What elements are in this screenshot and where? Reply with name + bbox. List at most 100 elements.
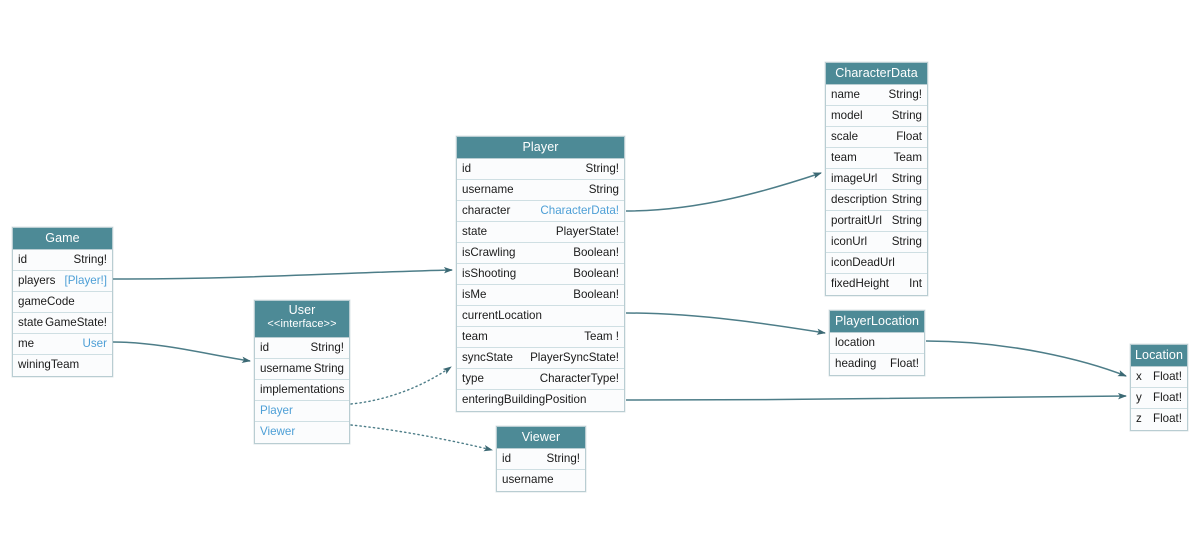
entity-title: PlayerLocation <box>834 314 920 328</box>
field-name: description <box>831 193 888 206</box>
field-type: String <box>891 109 922 122</box>
field-row[interactable]: iconDeadUrlString <box>826 253 927 274</box>
field-row[interactable]: currentLocationPlayerLocation! <box>457 306 624 327</box>
field-name: y <box>1136 391 1142 404</box>
edge-player-character-to-characterdata <box>625 172 822 212</box>
field-row[interactable]: winingTeamTeam <box>13 355 112 376</box>
field-type: String! <box>888 88 922 101</box>
field-type[interactable]: User <box>82 337 107 350</box>
field-name: state <box>462 225 488 238</box>
field-type: Int <box>909 277 922 290</box>
field-row[interactable]: locationLocation! <box>830 333 924 354</box>
field-type: PlayerState! <box>555 225 619 238</box>
field-type[interactable]: [Player!] <box>64 274 107 287</box>
field-name: username <box>502 473 554 486</box>
edge-user-viewer-impl <box>350 424 493 452</box>
field-row[interactable]: id String! <box>497 449 585 470</box>
field-row[interactable]: character CharacterData! <box>457 201 624 222</box>
field-type: Float! <box>890 357 919 370</box>
field-type: CharacterType! <box>539 372 619 385</box>
field-name: username <box>260 362 312 375</box>
edge-user-player-impl <box>350 366 452 405</box>
field-type: String <box>891 172 922 185</box>
implementation-row[interactable]: Viewer <box>255 422 349 443</box>
entity-box-playerlocation[interactable]: PlayerLocation locationLocation! heading Fl… <box>829 310 925 376</box>
field-type[interactable]: Location <box>575 410 619 411</box>
field-row[interactable]: players[Player!] <box>13 271 112 292</box>
entity-box-game[interactable]: GameidString!players[Player!]gameCodeStr… <box>12 227 113 377</box>
field-type: String! <box>546 452 580 465</box>
field-name: name <box>831 88 861 101</box>
entity-title: CharacterData <box>835 66 918 80</box>
edge-game-me-to-user <box>112 341 251 363</box>
field-type[interactable]: CharacterData! <box>540 204 619 217</box>
field-type: String <box>550 490 580 491</box>
field-type: PlayerSyncState! <box>530 351 619 364</box>
field-type: Float! <box>1153 370 1182 383</box>
field-type: Float! <box>1153 412 1182 425</box>
field-type: Team ! <box>584 330 619 343</box>
field-row[interactable]: name String! <box>826 85 927 106</box>
implementations-label-row: implementations <box>255 380 349 401</box>
field-row[interactable]: imageUrl String <box>826 169 927 190</box>
implementation-row[interactable]: Player <box>255 401 349 422</box>
field-name: winingTeam <box>18 358 80 371</box>
field-name: iconDeadUrl <box>831 256 895 269</box>
entity-stereotype: <<interface>> <box>267 318 337 330</box>
field-name: heading <box>835 357 877 370</box>
field-type: String <box>313 362 344 375</box>
entity-header-playerlocation: PlayerLocation <box>830 311 924 333</box>
field-type: GameState! <box>45 316 107 329</box>
field-row[interactable]: state PlayerState! <box>457 222 624 243</box>
field-type: String <box>588 183 619 196</box>
field-row[interactable]: enteringBuildingPositionLocation <box>457 390 624 411</box>
field-type: String! <box>585 162 619 175</box>
field-name: id <box>502 452 512 465</box>
field-name: x <box>1136 370 1142 383</box>
field-name: portraitUrl <box>831 214 882 227</box>
field-name: character <box>462 204 511 217</box>
field-row[interactable]: heading Float! <box>830 354 924 375</box>
field-type: Boolean! <box>573 246 619 259</box>
entity-header-user: User<<interface>> <box>255 301 349 338</box>
field-type: Team <box>893 151 922 164</box>
field-type: Boolean! <box>573 267 619 280</box>
field-name: enteringBuildingPosition <box>462 393 587 406</box>
field-name: imageUrl <box>831 172 878 185</box>
edge-player-enteringbuildingposition-to-location <box>625 392 1127 401</box>
field-type: Float <box>896 130 922 143</box>
entity-header-characterdata: CharacterData <box>826 63 927 85</box>
field-row[interactable]: gameCodeString! <box>13 292 112 313</box>
field-row[interactable]: x Float! <box>1131 367 1187 388</box>
entity-header-viewer: Viewer <box>497 427 585 449</box>
